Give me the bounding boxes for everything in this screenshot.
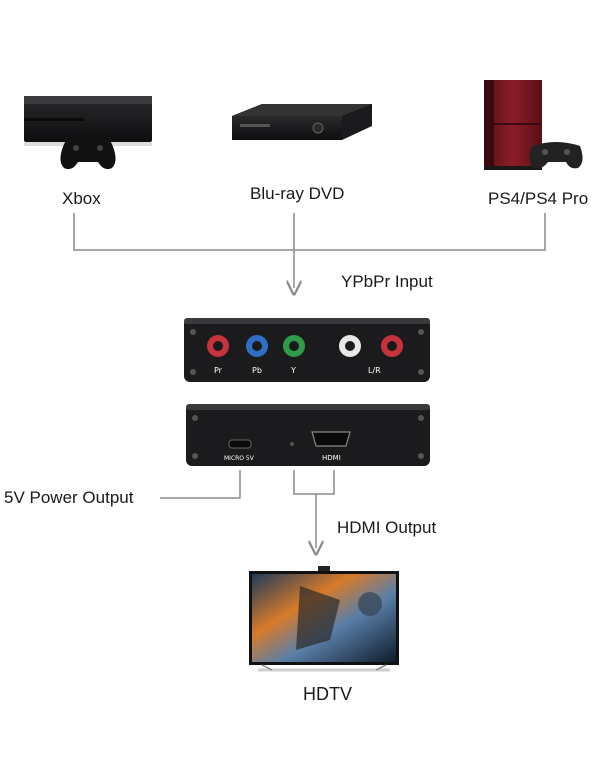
port-label-micro: MICRO 5V xyxy=(224,455,255,462)
port-label-pr: Pr xyxy=(214,366,223,375)
port-label-y: Y xyxy=(290,366,296,375)
port-label-lr: L/R xyxy=(368,366,381,375)
power-output-label: 5V Power Output xyxy=(4,488,134,507)
port-label-pb: Pb xyxy=(252,366,262,375)
hdmi-output-label: HDMI Output xyxy=(337,518,437,537)
rca-port-pb xyxy=(246,335,268,357)
hdmi-output-box xyxy=(186,404,430,466)
hdtv-label: HDTV xyxy=(303,684,352,704)
micro-usb-port-icon xyxy=(228,439,252,449)
rca-port-audio-right xyxy=(381,335,403,357)
xbox-controller-icon xyxy=(60,135,116,170)
source-label-bluray: Blu-ray DVD xyxy=(250,184,345,203)
hdtv-icon xyxy=(249,566,399,672)
rca-port-y xyxy=(283,335,305,357)
source-label-ps4: PS4/PS4 Pro xyxy=(488,189,589,208)
hdmi-port-icon xyxy=(311,431,351,447)
rca-port-pr xyxy=(207,335,229,357)
port-label-hdmi: HDMI xyxy=(322,454,341,462)
rca-port-audio-left xyxy=(339,335,361,357)
ypbpr-input-label: YPbPr Input xyxy=(341,272,433,291)
ps4-controller-icon xyxy=(529,142,583,169)
ps4-console-icon xyxy=(484,80,542,170)
ypbpr-input-box xyxy=(184,318,430,382)
source-label-xbox: Xbox xyxy=(62,189,101,208)
output-connector-lines xyxy=(160,470,335,548)
source-connector-lines xyxy=(73,213,546,288)
bluray-player-icon xyxy=(232,104,372,140)
